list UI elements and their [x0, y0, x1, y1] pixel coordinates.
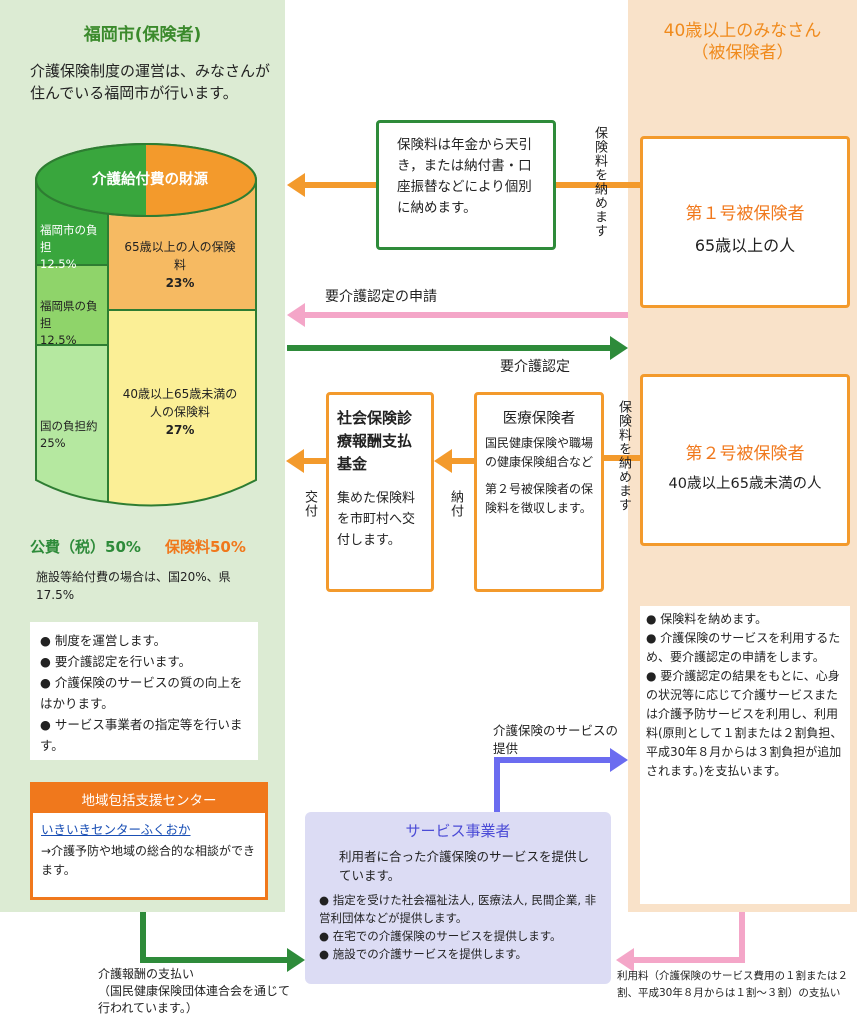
role-text: 要介護認定を行います。	[54, 654, 192, 669]
provider-bullets: ● 指定を受けた社会福祉法人, 医療法人, 民間企業, 非営利団体などが提供しま…	[319, 891, 597, 963]
provider-bullet: ● 施設での介護サービスを提供します。	[319, 947, 528, 961]
duty-text: 保険料を納めます。	[660, 612, 768, 626]
city-roles: ● 制度を運営します。 ● 要介護認定を行います。 ● 介護保険のサービスの質の…	[30, 622, 258, 760]
facility-note: 施設等給付費の場合は、国20%、県17.5%	[36, 570, 231, 602]
support-center-box: 地域包括支援センター いきいきセンターふくおか →介護予防や地域の総合的な相談が…	[30, 782, 268, 900]
segment-40to64	[107, 309, 257, 507]
seg-65-value: 23%	[165, 276, 195, 290]
funding-cylinder	[35, 143, 257, 507]
apply-arrowhead	[287, 303, 305, 327]
seg-city-text: 福岡市の負担	[40, 223, 98, 254]
service-arrowhead	[610, 748, 628, 772]
grant-arrowhead	[286, 449, 304, 473]
cert-arrowhead	[610, 336, 628, 360]
medical-desc1: 国民健康保険や職場の健康保険組合など	[485, 436, 594, 469]
pay-premium-label-1: 保険料を納めます	[592, 126, 607, 238]
duty-item: ● 保険料を納めます。	[646, 612, 768, 626]
seg-40-value: 27%	[165, 423, 195, 437]
city-intro: 介護保険制度の運営は、みなさんが住んでいる福岡市が行います。	[30, 62, 271, 102]
provider-bullet-text: 施設での介護サービスを提供します。	[332, 947, 528, 961]
role-item: ● 制度を運営します。	[40, 633, 167, 648]
medical-insurer-box: 医療保険者 国民健康保険や職場の健康保険組合など 第２号被保険者の保険料を徴収し…	[474, 392, 604, 592]
fee-payment-text: 介護報酬の支払い	[98, 967, 195, 981]
role-text: 介護保険のサービスの質の向上をはかります。	[40, 675, 243, 711]
seg-40-text: 40歳以上65歳未満の人の保険料	[122, 387, 238, 419]
provider-title: サービス事業者	[405, 822, 511, 840]
cylinder-title: 介護給付費の財源	[92, 172, 208, 188]
service-provide-label: 介護保険のサービスの提供	[493, 723, 619, 756]
duty-item: ● 要介護認定の結果をもとに、心身の状況等に応じて介護サービスまたは介護予防サー…	[646, 669, 843, 778]
role-item: ● 要介護認定を行います。	[40, 654, 192, 669]
insured-header: 40歳以上のみなさん （被保険者）	[628, 20, 857, 64]
duty-text: 介護保険のサービスを利用するため、要介護認定の申請をします。	[646, 631, 841, 664]
role-item: ● サービス事業者の指定等を行います。	[40, 717, 243, 753]
public-share: 公費（税）50%	[30, 538, 141, 556]
cert-label: 要介護認定	[500, 359, 570, 375]
payin-arrowhead	[434, 449, 452, 473]
seg-pref-value: 12.5%	[40, 333, 77, 347]
support-center-link[interactable]: いきいきセンターふくおか	[41, 822, 191, 837]
insured2-title: 第２号被保険者	[685, 444, 805, 464]
service-arrow	[494, 757, 612, 815]
insured1-desc: 65歳以上の人	[694, 236, 796, 255]
seg-pref-label: 福岡県の負担 12.5%	[40, 298, 106, 349]
seg-city-value: 12.5%	[40, 257, 77, 271]
fee-payment-note: （国民健康保険団体連合会を通じて行われています。）	[98, 984, 291, 1015]
insured2-desc: 40歳以上65歳未満の人	[668, 476, 822, 492]
pension-deduction-box: 保険料は年金から天引き，または納付書・口座振替などにより個別に納めます。	[376, 120, 556, 250]
insured1-box: 第１号被保険者 65歳以上の人	[640, 136, 850, 308]
provider-bullet-text: 指定を受けた社会福祉法人, 医療法人, 民間企業, 非営利団体などが提供します。	[319, 893, 597, 925]
premium-share: 保険料50%	[165, 538, 246, 556]
duty-text: 要介護認定の結果をもとに、心身の状況等に応じて介護サービスまたは介護予防サービス…	[646, 669, 843, 778]
fund-box: 社会保険診療報酬支払基金 集めた保険料を市町村へ交付します。	[326, 392, 434, 592]
usage-fee-label: 利用料（介護保険のサービス費用の１割または２割、平成30年８月からは１割～３割）…	[617, 970, 848, 999]
segment-pref	[35, 264, 109, 346]
pay-premium-label-2: 保険料を納めます	[616, 400, 631, 512]
support-center-header: 地域包括支援センター	[33, 785, 265, 813]
insured-duties: ● 保険料を納めます。 ● 介護保険のサービスを利用するため、要介護認定の申請を…	[640, 606, 850, 904]
role-text: サービス事業者の指定等を行います。	[40, 717, 243, 753]
duty-item: ● 介護保険のサービスを利用するため、要介護認定の申請をします。	[646, 631, 841, 664]
seg-pref-text: 福岡県の負担	[40, 299, 98, 330]
city-header: 福岡市(保険者)	[83, 25, 202, 45]
insured2-box: 第２号被保険者 40歳以上65歳未満の人	[640, 374, 850, 546]
grant-label: 交付	[302, 490, 317, 518]
fee-arrowhead	[287, 948, 305, 972]
payin-label: 納付	[448, 490, 463, 518]
insured-header-line2: （被保険者）	[691, 43, 794, 63]
support-center-desc: →介護予防や地域の総合的な相談ができます。	[41, 844, 256, 877]
fee-arrow	[140, 912, 290, 963]
premium-arrowhead-1	[287, 173, 305, 197]
seg-nation-label: 国の負担約25%	[40, 419, 98, 450]
usage-fee-arrowhead	[616, 948, 634, 972]
cylinder-top-orange	[146, 144, 256, 216]
fee-payment-label: 介護報酬の支払い （国民健康保険団体連合会を通じて行われています。）	[98, 966, 298, 1017]
provider-bullet: ● 指定を受けた社会福祉法人, 医療法人, 民間企業, 非営利団体などが提供しま…	[319, 893, 597, 925]
seg-40-label: 40歳以上65歳未満の人の保険料 27%	[120, 385, 240, 439]
provider-bullet: ● 在宅での介護保険のサービスを提供します。	[319, 929, 562, 943]
provider-desc: 利用者に合った介護保険のサービスを提供しています。	[339, 849, 590, 883]
seg-city-label: 福岡市の負担 12.5%	[40, 222, 106, 273]
insured-header-line1: 40歳以上のみなさん	[663, 21, 822, 41]
medical-desc2: 第２号被保険者の保険料を徴収します。	[485, 482, 594, 515]
apply-label: 要介護認定の申請	[325, 289, 437, 305]
service-provider-box: サービス事業者 利用者に合った介護保険のサービスを提供しています。 ● 指定を受…	[305, 812, 611, 984]
fund-title: 社会保険診療報酬支払基金	[337, 409, 413, 473]
medical-title: 医療保険者	[502, 411, 576, 427]
usage-fee-arrow	[632, 912, 745, 963]
role-item: ● 介護保険のサービスの質の向上をはかります。	[40, 675, 243, 711]
insured1-title: 第１号被保険者	[685, 204, 805, 224]
fund-desc: 集めた保険料を市町村へ交付します。	[337, 491, 416, 548]
seg-65-text: 65歳以上の人の保険料	[124, 240, 236, 272]
seg-65-label: 65歳以上の人の保険料 23%	[120, 238, 240, 292]
role-text: 制度を運営します。	[54, 633, 167, 648]
provider-bullet-text: 在宅での介護保険のサービスを提供します。	[332, 929, 562, 943]
